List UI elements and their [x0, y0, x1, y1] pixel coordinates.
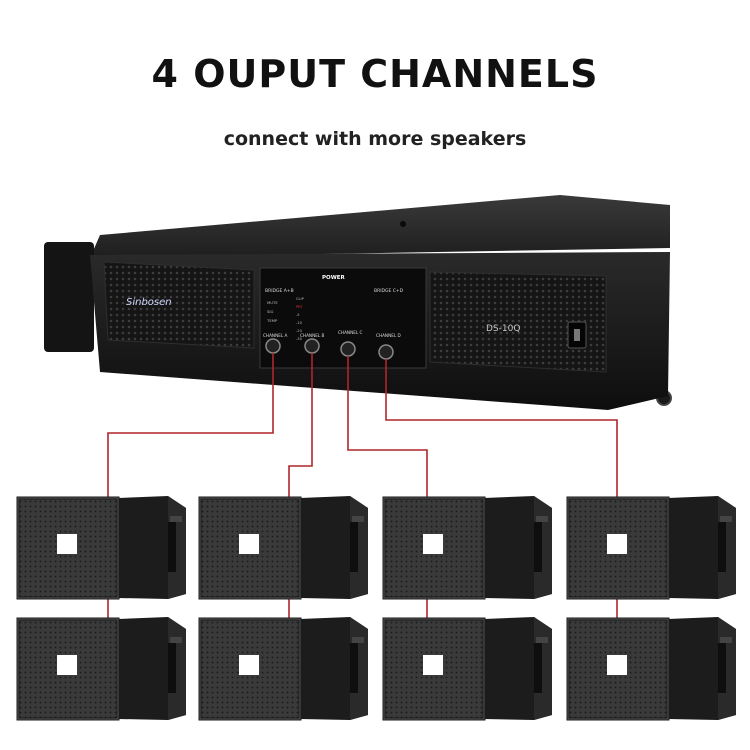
indicator-label: TEMP	[266, 318, 278, 323]
volume-knob-d	[378, 344, 394, 360]
indicator-label: MUTE	[267, 300, 278, 305]
line-array-speaker	[382, 494, 554, 601]
cable-channel-a	[107, 353, 274, 497]
speaker-cables	[107, 353, 618, 618]
model-label: DS-10Q	[486, 324, 520, 334]
indicator-label: -20	[296, 329, 303, 333]
rack-handle-left	[44, 242, 94, 352]
bridge-ab-label: BRIDGE A+B	[265, 288, 294, 294]
bridge-cd-label: BRIDGE C+D	[374, 288, 404, 294]
power-label: POWER	[322, 275, 346, 281]
indicator-label: SIG	[267, 309, 274, 314]
channel-label: CHANNEL B	[300, 333, 325, 338]
cable-channel-b	[288, 353, 313, 497]
channel-label: CHANNEL D	[376, 333, 401, 338]
line-array-speaker	[382, 615, 554, 722]
amplifier: Sinbosen DS-10Q POWER BRIDGE A+B BRIDGE …	[44, 195, 672, 410]
cable-channel-c	[347, 356, 428, 497]
line-array-speaker	[198, 615, 370, 722]
channel-b-section: CHANNEL B CLIP PRT -5 -10 -20 -30	[296, 297, 325, 354]
volume-knob-b	[304, 338, 320, 354]
brand-logo: Sinbosen	[126, 297, 172, 308]
channel-d-section: CHANNEL D	[376, 333, 401, 360]
speaker-array	[16, 494, 738, 722]
line-array-speaker	[16, 494, 188, 601]
line-array-speaker	[16, 615, 188, 722]
cable-channel-d	[385, 359, 618, 497]
indicator-label: -30	[296, 337, 303, 341]
indicator-label: -5	[296, 313, 300, 317]
vent-grille-left	[103, 261, 255, 349]
indicator-label: PRT	[296, 305, 303, 309]
line-array-speaker	[198, 494, 370, 601]
channel-label: CHANNEL A	[263, 333, 288, 338]
line-array-speaker	[566, 494, 738, 601]
vent-grille-right	[429, 271, 607, 373]
channel-label: CHANNEL C	[338, 330, 363, 335]
line-array-speaker	[566, 615, 738, 722]
indicator-label: CLIP	[296, 297, 305, 301]
channel-a-section: CHANNEL A MUTE SIG TEMP	[263, 300, 288, 354]
headline: 4 OUPUT CHANNELS	[151, 52, 599, 96]
volume-knob-a	[265, 338, 281, 354]
subheadline: connect with more speakers	[223, 128, 527, 150]
volume-knob-c	[340, 341, 356, 357]
indicator-label: -10	[296, 321, 303, 325]
